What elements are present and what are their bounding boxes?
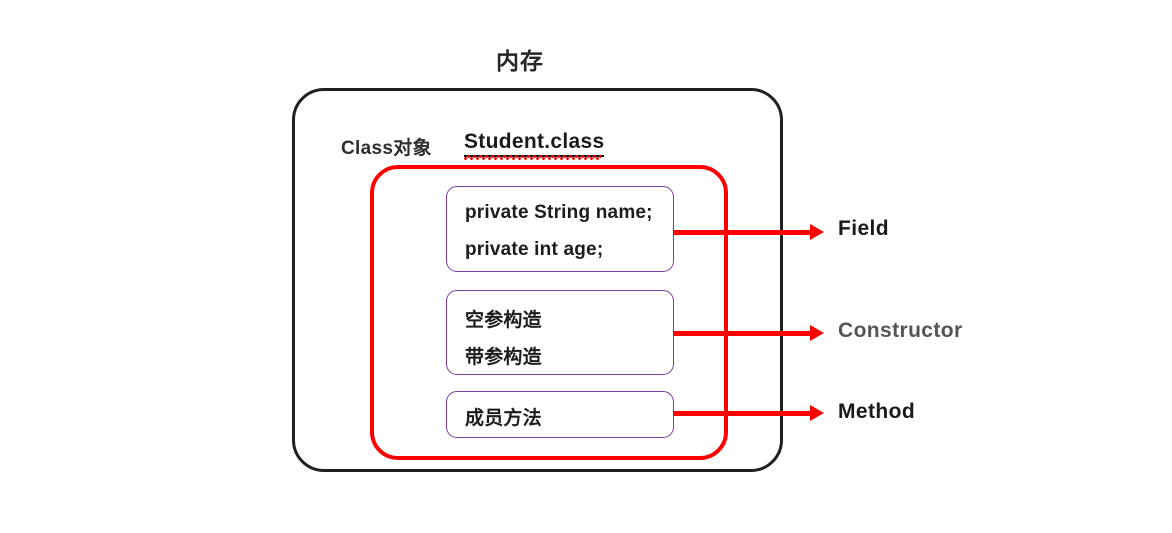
- constructor-line-2: 带参构造: [465, 347, 542, 368]
- arrow-line-method-icon: [673, 411, 818, 416]
- student-class-label: Student.class: [464, 130, 605, 157]
- class-object-red-box: [370, 165, 728, 460]
- member-box-constructor: 空参构造 带参构造: [446, 290, 674, 375]
- callout-label-field: Field: [838, 217, 890, 240]
- arrow-line-field-icon: [673, 230, 818, 235]
- page-title: 内存: [496, 48, 544, 74]
- member-box-field: private String name; private int age;: [446, 186, 674, 272]
- spellcheck-squiggle-icon: [464, 155, 601, 160]
- arrow-head-method-icon: [810, 405, 824, 421]
- field-line-2: private int age;: [465, 239, 604, 260]
- member-box-method: 成员方法: [446, 391, 674, 438]
- arrow-head-constructor-icon: [810, 325, 824, 341]
- memory-outer-box: [292, 88, 783, 472]
- class-object-label: Class对象: [341, 138, 432, 159]
- method-line-1: 成员方法: [465, 408, 542, 429]
- constructor-line-1: 空参构造: [465, 310, 542, 331]
- field-line-1: private String name;: [465, 202, 653, 223]
- callout-label-method: Method: [838, 400, 916, 423]
- arrow-line-constructor-icon: [673, 331, 818, 336]
- arrow-head-field-icon: [810, 224, 824, 240]
- callout-label-constructor: Constructor: [838, 319, 963, 342]
